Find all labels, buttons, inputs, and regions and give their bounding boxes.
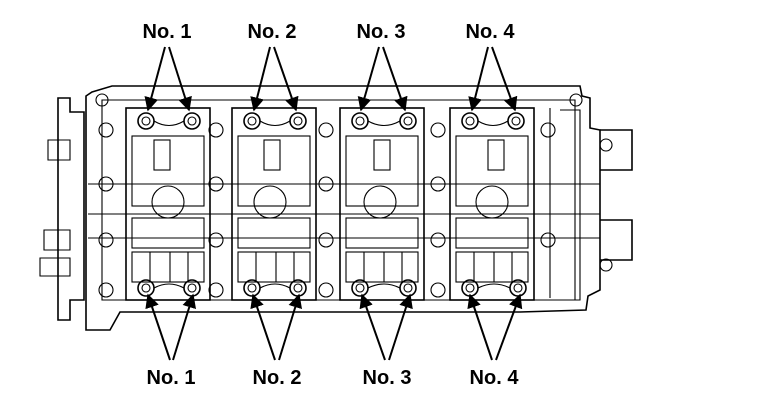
top-label-no1: No. 1 [143, 21, 192, 43]
top-arrows [144, 46, 518, 112]
bottom-arrows [145, 293, 523, 361]
arrow-bot-4b [495, 293, 523, 361]
bottom-label-no4: No. 4 [470, 367, 520, 389]
arrow-bot-1a [145, 293, 171, 361]
arrow-bot-2a [250, 293, 276, 361]
cam-holder-no1 [125, 107, 211, 301]
bottom-labels: No. 1 No. 2 No. 3 No. 4 [147, 367, 520, 389]
head-bolts [95, 93, 613, 298]
head-outline [39, 85, 633, 331]
top-labels: No. 1 No. 2 No. 3 No. 4 [143, 21, 516, 43]
top-label-no2: No. 2 [248, 21, 297, 43]
arrow-bot-1b [172, 293, 196, 361]
arrow-bot-3b [388, 293, 413, 361]
arrow-bot-3a [359, 293, 386, 361]
bottom-label-no1: No. 1 [147, 367, 196, 389]
cam-holder-no4 [449, 107, 535, 301]
top-label-no3: No. 3 [357, 21, 406, 43]
arrow-bot-4a [467, 293, 493, 361]
top-label-no4: No. 4 [466, 21, 516, 43]
bottom-label-no3: No. 3 [363, 367, 412, 389]
cam-holder-no3 [339, 107, 425, 301]
cam-holder-no2 [231, 107, 317, 301]
arrow-bot-2b [278, 293, 302, 361]
bottom-label-no2: No. 2 [253, 367, 302, 389]
